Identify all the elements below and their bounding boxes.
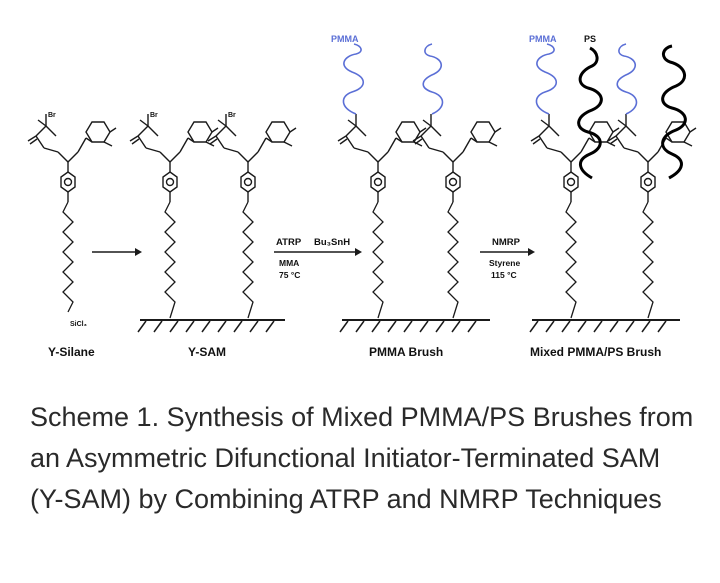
- nmrp-label: NMRP: [492, 237, 521, 248]
- pmma-chain-3: [535, 43, 558, 115]
- ps-chain-2: [661, 44, 687, 180]
- ps-chain-1: [577, 46, 603, 180]
- atrp-label: ATRP: [276, 237, 302, 248]
- pmma-chain-1: [342, 43, 365, 115]
- ps-label: PS: [584, 34, 596, 44]
- mixed-brush-structure: [529, 43, 697, 333]
- styrene-label: Styrene: [489, 258, 520, 268]
- br-label-sam-1: Br: [150, 112, 158, 119]
- bu3snh-label: Bu₃SnH: [314, 237, 350, 248]
- mixed-brush-label: Mixed PMMA/PS Brush: [530, 345, 661, 359]
- assembly-arrow: [92, 248, 142, 256]
- br-label-sam-2: Br: [228, 112, 236, 119]
- scheme-caption: Scheme 1. Synthesis of Mixed PMMA/PS Bru…: [30, 402, 694, 514]
- y-silane-molecule: Br SiCl₃: [27, 112, 117, 328]
- pmma-label-1: PMMA: [331, 34, 359, 44]
- pmma-chain-2: [422, 43, 444, 115]
- substrate-surface: [137, 319, 285, 333]
- nmrp-arrow: NMRP Styrene 115 °C: [480, 237, 535, 280]
- y-silane-label: Y-Silane: [48, 345, 95, 359]
- mma-label: MMA: [279, 258, 299, 268]
- y-sam-structure: Br Br: [129, 112, 297, 333]
- atrp-arrow: ATRP Bu₃SnH MMA 75 °C: [274, 237, 362, 280]
- sicl3-label: SiCl₃: [70, 321, 87, 328]
- alkyl-chain: [62, 201, 74, 313]
- temp-115-label: 115 °C: [491, 270, 517, 280]
- temp-75-label: 75 °C: [279, 270, 300, 280]
- br-label: Br: [48, 112, 56, 119]
- pmma-chain-4: [616, 43, 638, 115]
- pmma-brush-label: PMMA Brush: [369, 345, 443, 359]
- reaction-scheme: Br SiCl₃ Y-Silane Br Br Y-SAM ATRP B: [27, 34, 697, 359]
- y-sam-label: Y-SAM: [188, 345, 226, 359]
- pmma-brush-structure: [337, 43, 502, 333]
- pmma-label-2: PMMA: [529, 34, 557, 44]
